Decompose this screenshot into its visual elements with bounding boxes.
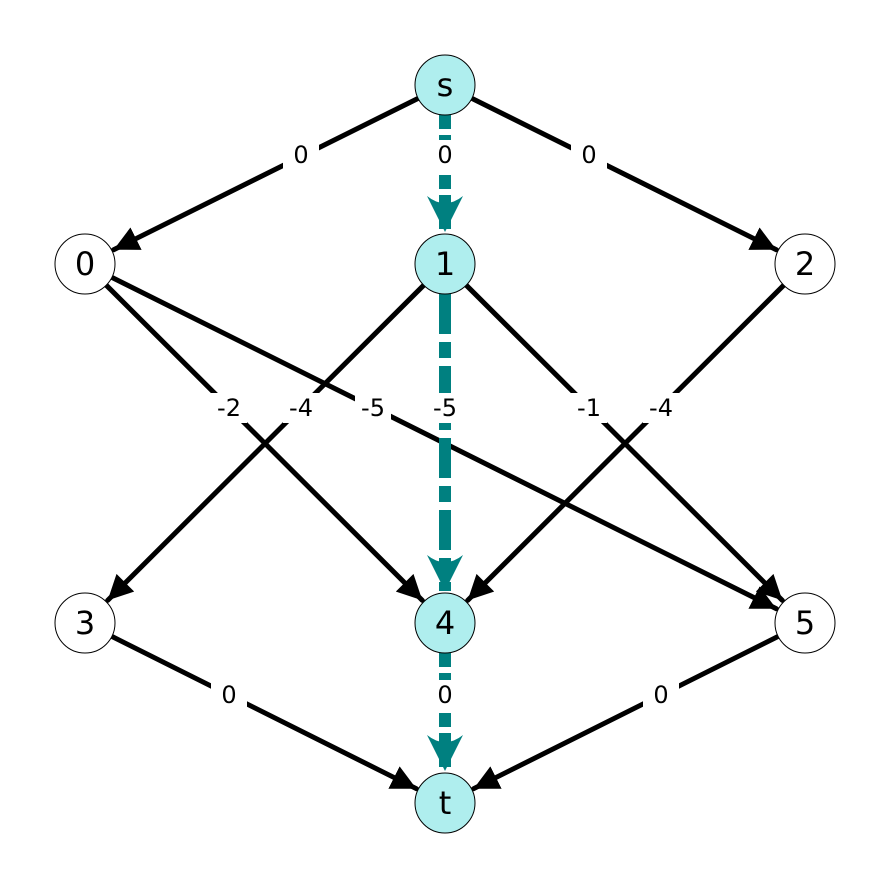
edge-weight-label-1-5: -1 xyxy=(577,394,601,422)
node-label-4: 4 xyxy=(435,604,455,642)
edge-label-background xyxy=(427,393,463,423)
node-4 xyxy=(414,592,476,654)
edge-weight-label-5-t: 0 xyxy=(653,681,668,709)
node-label-2: 2 xyxy=(795,245,815,283)
nodes-layer: s 0 1 2 3 4 5 t xyxy=(54,54,836,834)
edge-s-2 xyxy=(469,95,779,253)
edge-3-t xyxy=(109,633,419,792)
node-s xyxy=(414,54,476,116)
edge-label-background xyxy=(283,140,319,170)
edge-1-3 xyxy=(105,282,427,603)
edge-weight-label-s-2: 0 xyxy=(581,141,596,169)
edge-2-4 xyxy=(465,282,787,603)
edge-weight-label-3-t: 0 xyxy=(221,681,236,709)
edge-label-background xyxy=(427,140,463,170)
edge-weight-label-2-4: -4 xyxy=(649,394,673,422)
edge-weight-label-s-1: 0 xyxy=(437,141,452,169)
edge-weight-label-0-4: -2 xyxy=(217,394,241,422)
node-label-1: 1 xyxy=(435,245,455,283)
edge-label-background xyxy=(283,393,319,423)
edge-label-background xyxy=(571,140,607,170)
node-2 xyxy=(774,233,836,295)
edge-label-background xyxy=(643,680,679,710)
edge-weight-label-1-4: -5 xyxy=(433,394,457,422)
edge-label-background xyxy=(355,393,391,423)
edges-layer xyxy=(103,95,787,792)
node-label-5: 5 xyxy=(795,604,815,642)
node-label-3: 3 xyxy=(75,604,95,642)
node-1 xyxy=(414,233,476,295)
edge-weight-label-1-3: -4 xyxy=(289,394,313,422)
edge-s-0 xyxy=(111,95,421,253)
node-3 xyxy=(54,592,116,654)
edge-weight-label-0-5: -5 xyxy=(361,394,385,422)
edge-weight-label-4-t: 0 xyxy=(437,681,452,709)
node-5 xyxy=(774,592,836,654)
edge-label-background xyxy=(643,393,679,423)
edge-label-background xyxy=(211,393,247,423)
edge-label-background xyxy=(571,393,607,423)
node-label-s: s xyxy=(437,66,454,104)
edge-label-background xyxy=(427,680,463,710)
edge-label-background xyxy=(211,680,247,710)
node-0 xyxy=(54,233,116,295)
node-label-t: t xyxy=(439,784,452,822)
node-label-0: 0 xyxy=(75,245,95,283)
edge-weight-label-s-0: 0 xyxy=(293,141,308,169)
edge-labels-layer: 0 0 0 -2 -4 -5 -5 -1 -4 0 0 0 xyxy=(211,140,679,710)
edge-5-t xyxy=(471,633,781,792)
node-t xyxy=(414,772,476,834)
